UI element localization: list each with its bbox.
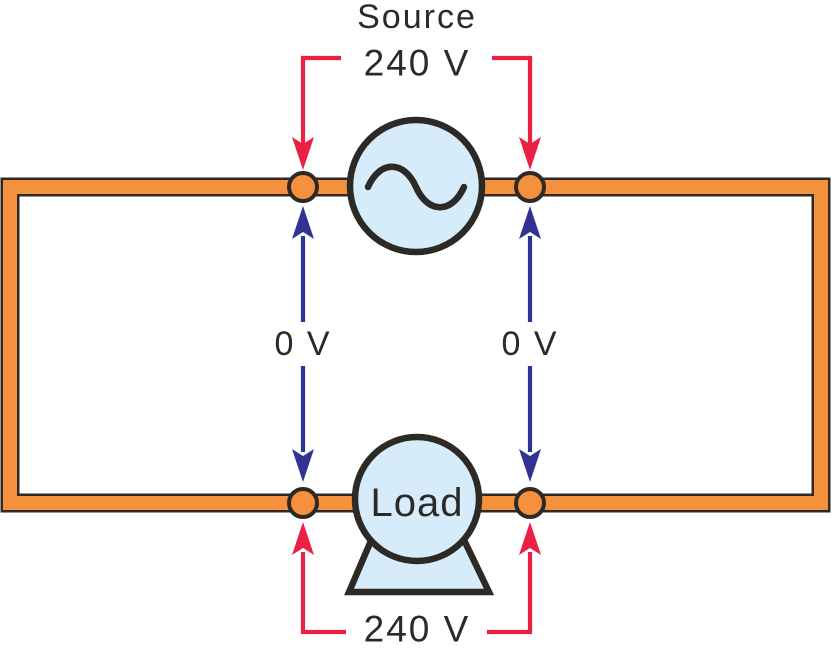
blue-arrowhead-up-left [292, 206, 314, 239]
load-label: Load [370, 481, 464, 525]
node-top-left [287, 171, 319, 203]
source-title: Source [357, 0, 477, 36]
load-voltage-measure-arrows [292, 522, 541, 635]
node-top-right [514, 171, 546, 203]
load-measure-line-left [300, 552, 346, 635]
source-voltage-measure-arrows [292, 55, 541, 170]
red-arrowhead-up-left [292, 522, 314, 555]
node-bottom-right [514, 487, 546, 519]
red-arrowhead-up-right [519, 522, 541, 555]
source-voltage-label: 240 V [363, 42, 471, 84]
red-arrowhead-down-left [292, 137, 314, 170]
source-measure-line-left [300, 55, 341, 146]
load-measure-line-right [487, 552, 533, 635]
blue-arrowhead-down-right [519, 449, 541, 482]
load-symbol [344, 433, 495, 596]
source-measure-line-right [492, 55, 533, 146]
node-bottom-left [287, 487, 319, 519]
blue-arrowhead-down-left [292, 449, 314, 482]
zero-volt-label-left: 0 V [274, 325, 332, 363]
zero-volt-arrow-left [292, 206, 314, 482]
load-circle [351, 433, 483, 565]
zero-volt-label-right: 0 V [501, 325, 559, 363]
sine-wave-icon [364, 163, 468, 211]
load-voltage-label: 240 V [363, 608, 471, 650]
zero-volt-arrow-right [519, 206, 541, 482]
blue-arrowhead-up-right [519, 206, 541, 239]
red-arrowhead-down-right [519, 137, 541, 170]
ac-source-symbol [346, 116, 486, 256]
